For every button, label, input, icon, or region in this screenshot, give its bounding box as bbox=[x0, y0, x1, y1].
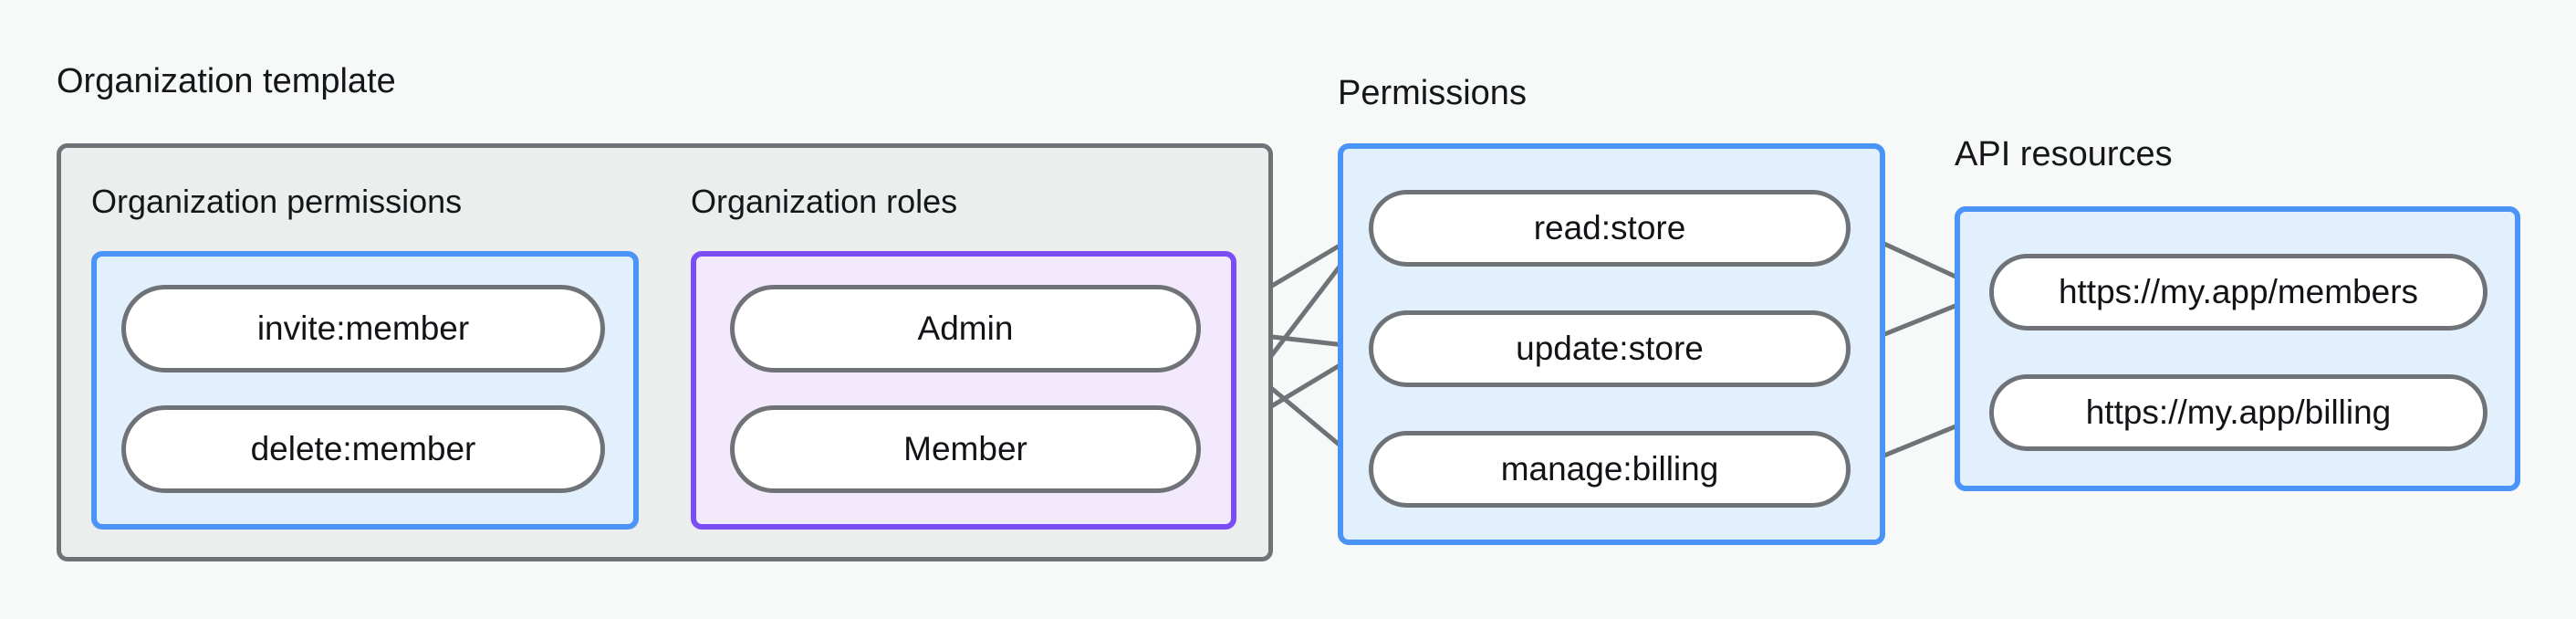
group-label-api-resources: API resources bbox=[1955, 135, 2173, 173]
subgroup-label-organization-permissions: Organization permissions bbox=[91, 183, 463, 220]
node-read-store[interactable]: read:store bbox=[1369, 190, 1851, 267]
node-update-store[interactable]: update:store bbox=[1369, 310, 1851, 387]
node-manage-billing[interactable]: manage:billing bbox=[1369, 431, 1851, 508]
group-label-permissions: Permissions bbox=[1338, 74, 1527, 112]
group-label-organization-template: Organization template bbox=[57, 62, 396, 100]
node-invite-member[interactable]: invite:member bbox=[121, 285, 605, 372]
node-admin[interactable]: Admin bbox=[730, 285, 1201, 372]
node-billing-resource[interactable]: https://my.app/billing bbox=[1989, 374, 2487, 451]
node-member[interactable]: Member bbox=[730, 405, 1201, 493]
node-delete-member[interactable]: delete:member bbox=[121, 405, 605, 493]
subgroup-label-organization-roles: Organization roles bbox=[691, 183, 958, 220]
node-members-resource[interactable]: https://my.app/members bbox=[1989, 254, 2487, 330]
